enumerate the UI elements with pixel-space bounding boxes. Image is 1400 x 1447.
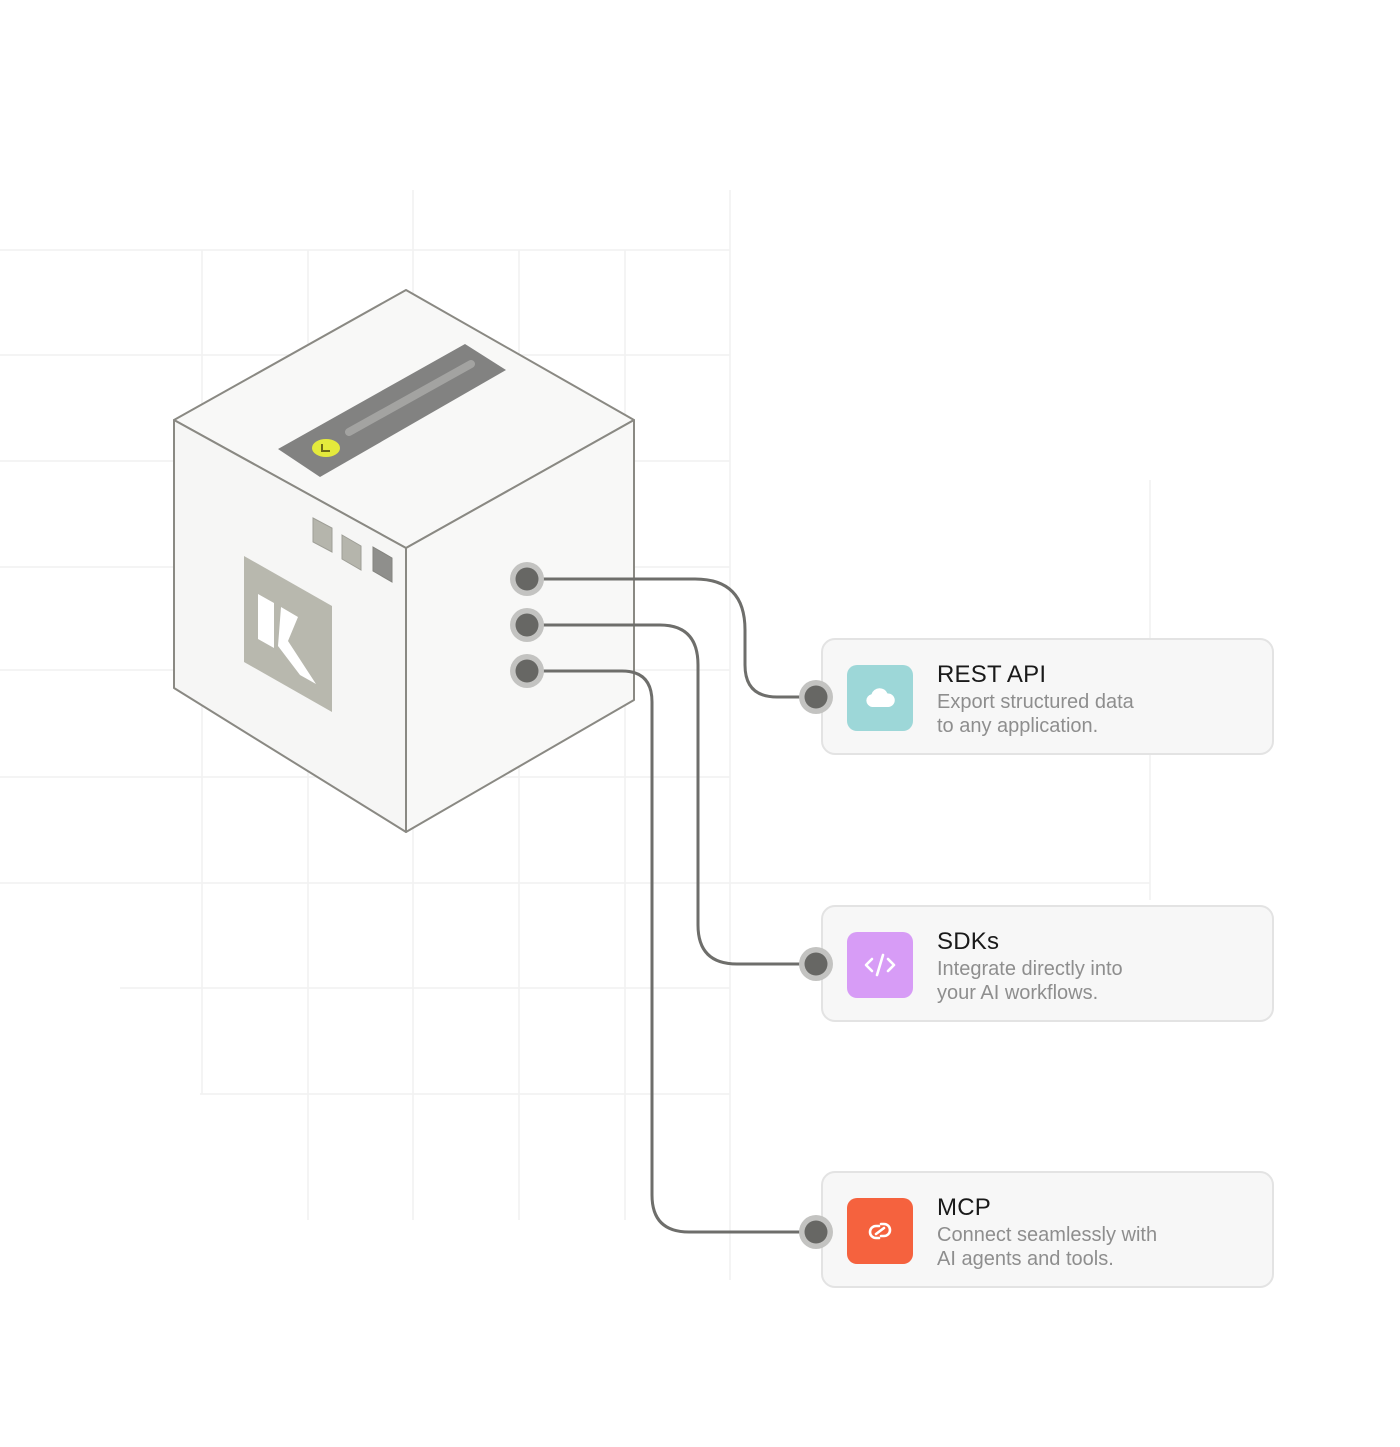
server-cube	[173, 289, 635, 833]
status-light-icon	[312, 439, 340, 457]
card-title: REST API	[937, 661, 1047, 688]
cube-ports	[510, 562, 544, 688]
code-icon	[847, 932, 913, 998]
card-desc-line: AI agents and tools.	[937, 1248, 1114, 1270]
card-title: MCP	[937, 1194, 991, 1221]
card-desc-line: to any application.	[937, 715, 1099, 737]
card-desc-line: Connect seamlessly with	[937, 1224, 1158, 1246]
card-rest-api: REST API Export structured data to any a…	[821, 638, 1274, 755]
wire-rest-api	[527, 577, 816, 699]
card-description: Integrate directly into your AI workflow…	[937, 957, 1237, 1005]
cloud-icon	[847, 665, 913, 731]
card-description: Export structured data to any applicatio…	[937, 690, 1237, 738]
link-icon	[847, 1198, 913, 1264]
card-sdks: SDKs Integrate directly into your AI wor…	[821, 905, 1274, 1022]
indicator-lights	[312, 517, 393, 583]
card-desc-line: Export structured data	[937, 691, 1134, 713]
connector-wires	[527, 577, 816, 1234]
card-desc-line: Integrate directly into	[937, 958, 1123, 980]
card-description: Connect seamlessly with AI agents and to…	[937, 1223, 1237, 1271]
card-mcp: MCP Connect seamlessly with AI agents an…	[821, 1171, 1274, 1288]
card-title: SDKs	[937, 928, 1000, 955]
wire-sdks	[527, 623, 816, 966]
wire-mcp	[527, 669, 816, 1234]
card-desc-line: your AI workflows.	[937, 982, 1099, 1004]
k-logo-icon	[244, 556, 332, 712]
